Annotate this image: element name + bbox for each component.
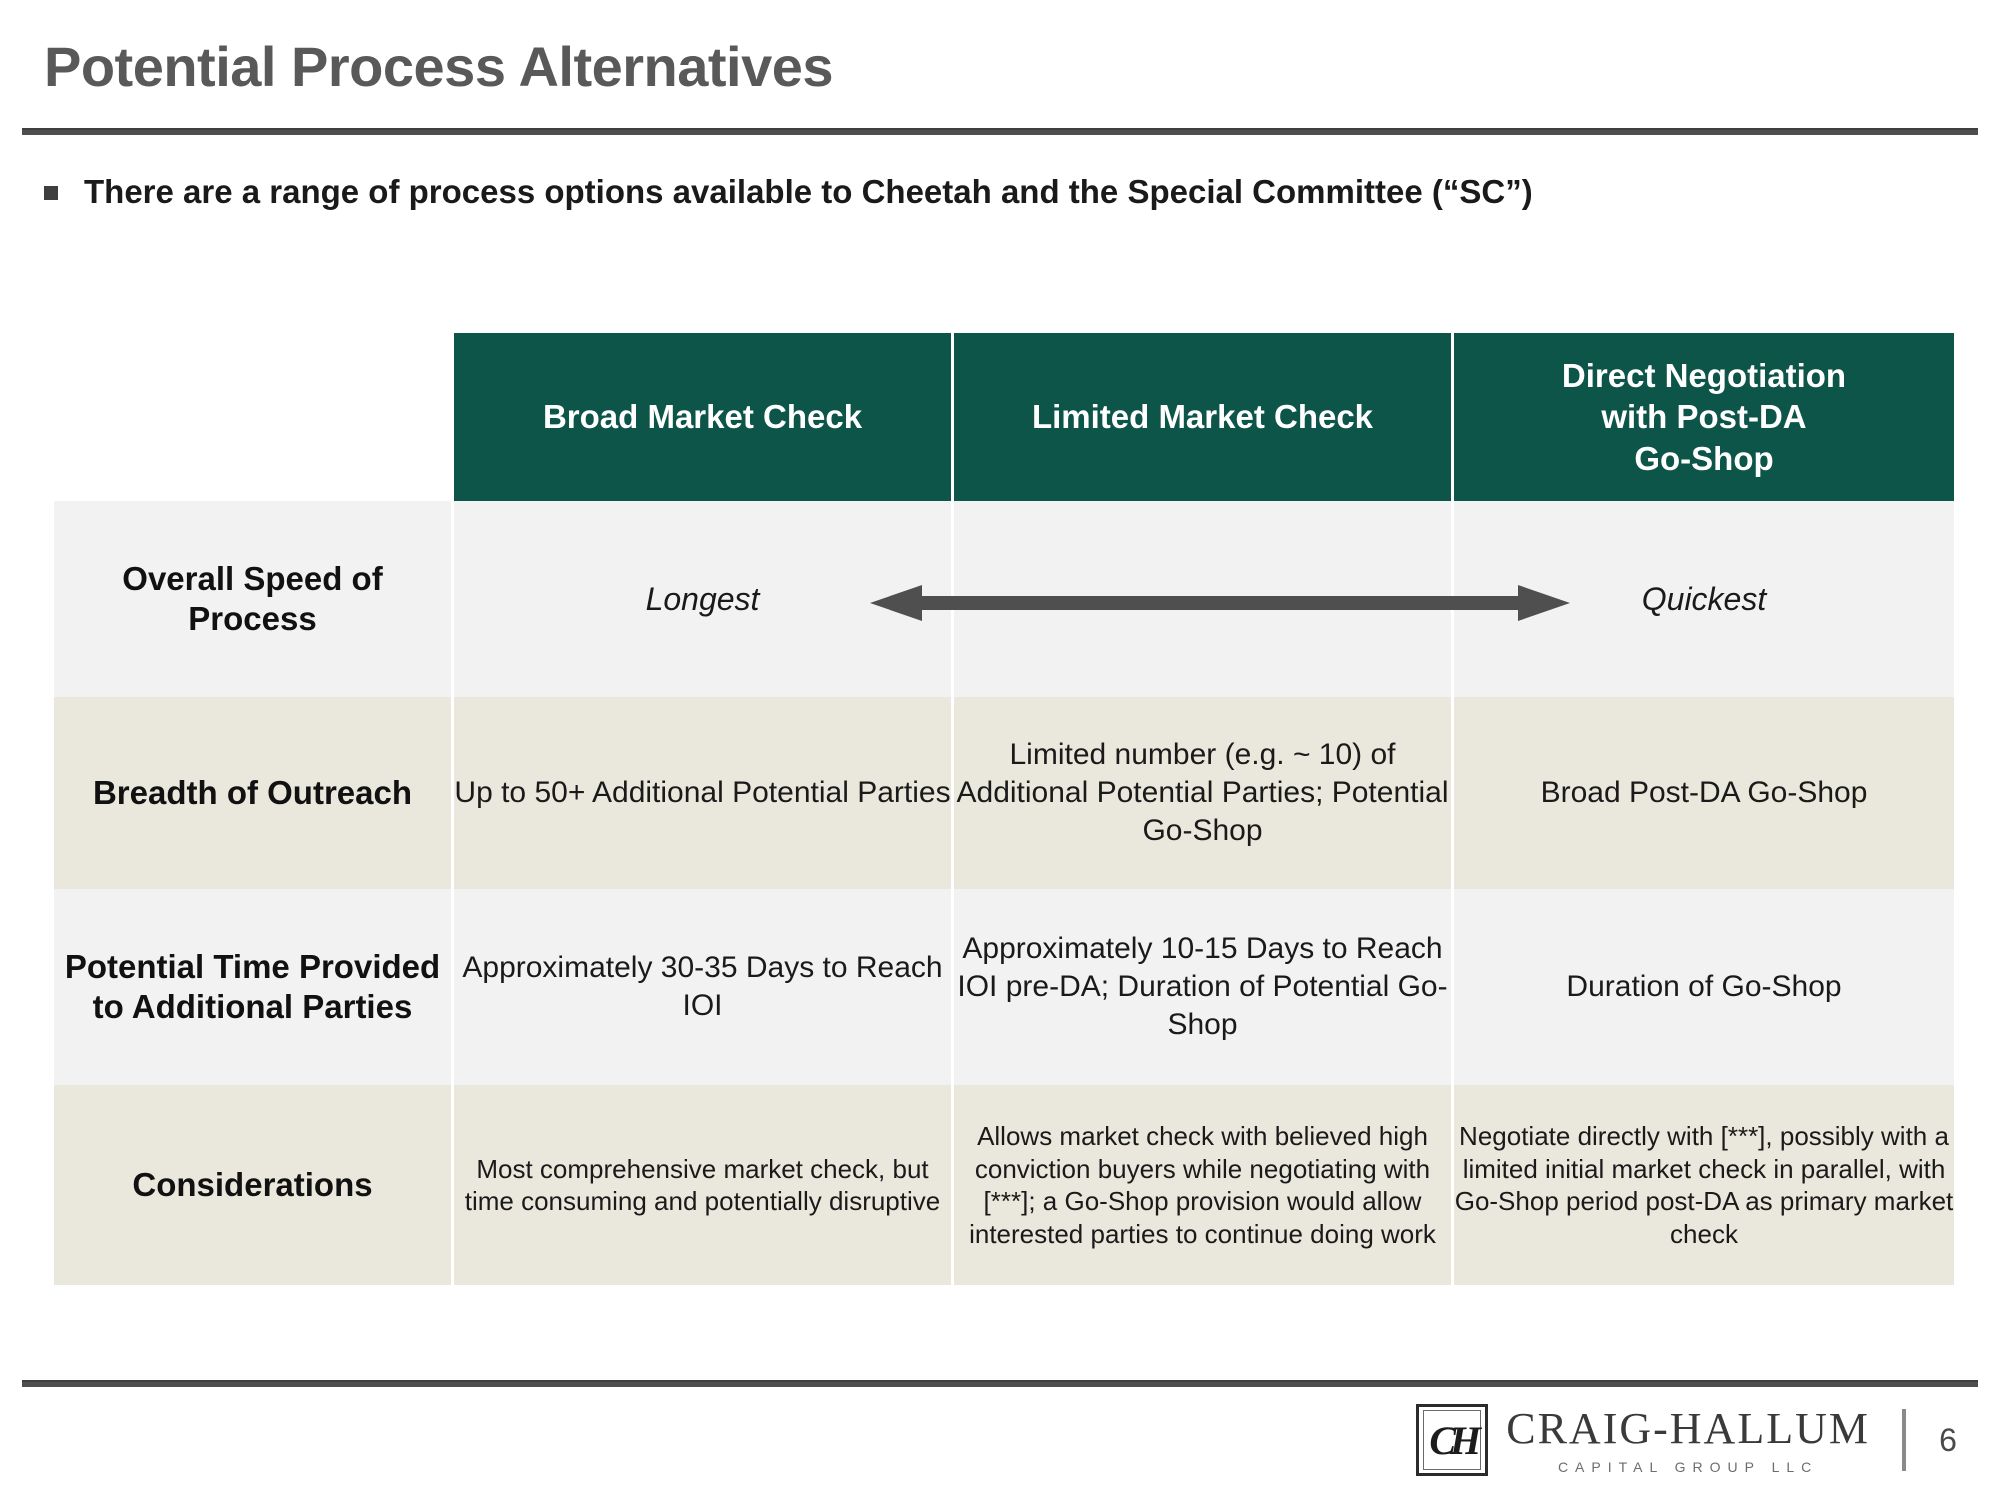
- column-header-line-3: Go-Shop: [1634, 439, 1774, 477]
- row-label-overall-speed-of-process: Overall Speed of Process: [54, 501, 454, 697]
- column-header-broad-market-check: Broad Market Check: [454, 333, 954, 501]
- logo-monogram: CH: [1423, 1410, 1482, 1470]
- row-label-considerations: Considerations: [54, 1085, 454, 1285]
- row-label-potential-time-provided: Potential Time Provided to Additional Pa…: [54, 889, 454, 1085]
- table-row: Overall Speed of Process Longest Quickes…: [54, 501, 1954, 697]
- table-corner-cell: [54, 333, 454, 501]
- bullet-square-icon: [44, 186, 58, 200]
- logo-wordmark: CRAIG-HALLUM CAPITAL GROUP LLC: [1506, 1403, 1870, 1475]
- column-header-line-2: with Post-DA: [1601, 398, 1807, 436]
- row-label-breadth-of-outreach: Breadth of Outreach: [54, 697, 454, 889]
- cell-breadth-direct: Broad Post-DA Go-Shop: [1454, 697, 1954, 889]
- cell-time-broad: Approximately 30-35 Days to Reach IOI: [454, 889, 954, 1085]
- page-title: Potential Process Alternatives: [44, 35, 834, 98]
- cell-time-direct: Duration of Go-Shop: [1454, 889, 1954, 1085]
- table-row: Considerations Most comprehensive market…: [54, 1085, 1954, 1285]
- table-header-row: Broad Market Check Limited Market Check …: [54, 333, 1954, 501]
- cell-time-limited: Approximately 10-15 Days to Reach IOI pr…: [954, 889, 1454, 1085]
- page-number: 6: [1939, 1421, 1957, 1458]
- column-header-line-1: Direct Negotiation: [1561, 357, 1847, 395]
- cell-speed-limited: [954, 501, 1454, 697]
- logo-company-name: CRAIG-HALLUM: [1506, 1403, 1870, 1453]
- footer-vertical-rule: [1902, 1409, 1906, 1471]
- cell-considerations-direct: Negotiate directly with [***], possibly …: [1454, 1085, 1954, 1285]
- table-row: Potential Time Provided to Additional Pa…: [54, 889, 1954, 1085]
- craig-hallum-logo-icon: CH: [1416, 1404, 1489, 1476]
- process-alternatives-table: Broad Market Check Limited Market Check …: [54, 333, 1954, 1285]
- logo-company-subtitle: CAPITAL GROUP LLC: [1557, 1458, 1819, 1475]
- cell-speed-direct: Quickest: [1454, 501, 1954, 697]
- footer-branding: CH CRAIG-HALLUM CAPITAL GROUP LLC 6: [1416, 1404, 1960, 1476]
- cell-considerations-limited: Allows market check with believed high c…: [954, 1085, 1454, 1285]
- footer-divider: [22, 1380, 1978, 1387]
- bullet-text: There are a range of process options ava…: [84, 173, 1533, 210]
- cell-breadth-broad: Up to 50+ Additional Potential Parties: [454, 697, 954, 889]
- cell-breadth-limited: Limited number (e.g. ~ 10) of Additional…: [954, 697, 1454, 889]
- cell-considerations-broad: Most comprehensive market check, but tim…: [454, 1085, 954, 1285]
- cell-speed-broad: Longest: [454, 501, 954, 697]
- column-header-limited-market-check: Limited Market Check: [954, 333, 1454, 501]
- table-row: Breadth of Outreach Up to 50+ Additional…: [54, 697, 1954, 889]
- bullet-list-item: There are a range of process options ava…: [44, 172, 1944, 212]
- column-header-direct-negotiation: Direct Negotiation with Post-DA Go-Shop: [1454, 333, 1954, 501]
- title-divider: [22, 128, 1978, 135]
